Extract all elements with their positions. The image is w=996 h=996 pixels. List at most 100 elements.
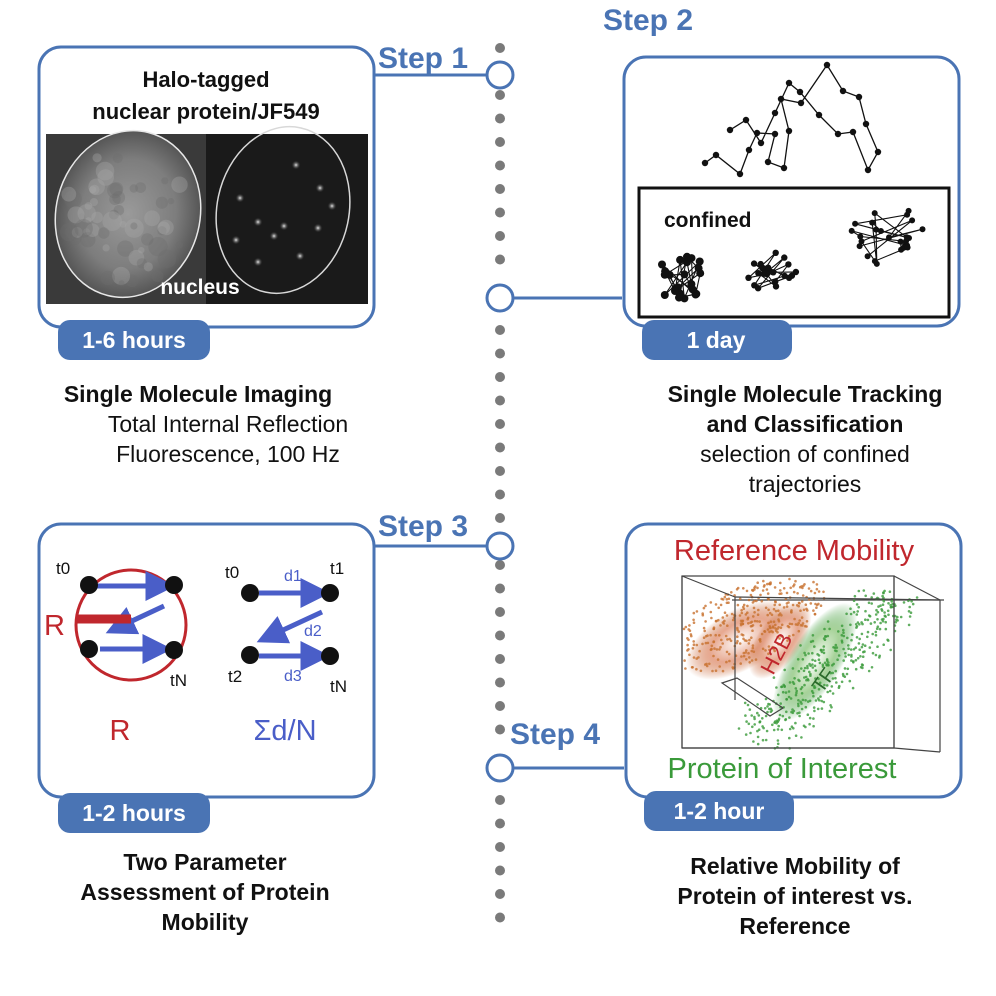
tf-point (855, 636, 859, 639)
h2b-point (740, 633, 744, 636)
h2b-point (767, 652, 770, 655)
texture-blob (135, 182, 147, 194)
trajectory-point (675, 293, 683, 302)
tf-point (864, 594, 867, 598)
h2b-point (778, 603, 781, 607)
timeline-dot (495, 466, 505, 476)
tf-point (811, 651, 814, 655)
h2b-point (687, 648, 690, 651)
texture-blob (67, 206, 85, 224)
tf-point (841, 672, 845, 676)
tf-point (884, 627, 888, 631)
texture-blob (88, 178, 105, 196)
tf-point (788, 727, 792, 731)
tf-point (826, 690, 829, 694)
texture-blob (92, 153, 102, 163)
molecule-spot (269, 231, 279, 241)
tf-point (814, 699, 818, 702)
h2b-point (792, 590, 796, 594)
trajectory-point (886, 234, 892, 241)
h2b-point (698, 649, 701, 653)
h2b-point (686, 643, 689, 647)
h2b-point (780, 592, 783, 595)
tf-point (797, 669, 801, 673)
tf-point (842, 631, 845, 634)
trajectory-point (680, 270, 689, 279)
tf-point (747, 722, 751, 726)
h2b-point (717, 606, 720, 610)
h2b-point (779, 581, 782, 585)
timeline-dot (495, 137, 505, 147)
tf-point (777, 693, 780, 697)
timeline-dot (495, 207, 505, 218)
tf-point (881, 620, 885, 623)
tf-point (828, 689, 832, 693)
tf-point (789, 697, 793, 700)
trajectory-point (792, 268, 800, 276)
h2b-point (725, 601, 729, 605)
tf-point (779, 702, 782, 705)
timeline-dot (495, 724, 505, 735)
trajectory-point (658, 260, 666, 269)
h2b-point (785, 605, 789, 608)
h2b-point (725, 660, 728, 664)
tf-point (792, 682, 796, 685)
h2b-point (705, 662, 708, 666)
tf-point (795, 689, 798, 693)
tf-point (858, 648, 861, 651)
h2b-point (777, 609, 780, 612)
molecule-spot (315, 183, 325, 193)
trajectory-point (862, 120, 870, 128)
step-tN: tN (330, 677, 347, 696)
tf-point (849, 648, 853, 651)
tf-point (825, 684, 829, 687)
h2b-point (740, 611, 744, 615)
texture-blob (97, 169, 114, 186)
tf-point (811, 639, 815, 643)
h2b-point (769, 626, 772, 630)
h2b-point (742, 654, 746, 658)
texture-blob (157, 221, 170, 235)
tf-point (834, 676, 837, 680)
h2b-point (736, 635, 739, 638)
h2b-point (747, 598, 751, 602)
texture-blob (119, 220, 127, 228)
texture-blob (129, 184, 138, 193)
texture-blob (155, 196, 168, 209)
tf-point (798, 711, 801, 714)
caption-step4-line3: Reference (739, 912, 851, 939)
texture-blob (107, 182, 123, 199)
badge-step4-text: 1-2 hour (674, 798, 765, 824)
trajectory-point (856, 243, 863, 250)
caption-step2-title2: and Classification (706, 410, 904, 437)
h2b-point (736, 603, 740, 607)
h2b-point (813, 591, 817, 595)
tf-point (852, 599, 856, 602)
timeline-dot (495, 348, 505, 359)
trajectory-point (750, 260, 758, 267)
tf-point (850, 638, 853, 642)
tf-point (884, 620, 887, 624)
texture-blob (148, 237, 168, 257)
tf-point (824, 635, 827, 638)
texture-blob (138, 247, 145, 254)
trajectory-point (759, 264, 766, 272)
trajectory-point (797, 99, 805, 107)
h2b-point (750, 649, 753, 653)
tf-point (822, 648, 825, 652)
tf-point (806, 666, 809, 670)
radius-formula: R (110, 715, 131, 747)
h2b-point (763, 584, 766, 587)
h2b-point (760, 600, 764, 603)
texture-blob (130, 222, 138, 230)
h2b-point (777, 618, 780, 621)
tf-point (840, 680, 844, 684)
panel-tracking: confined 1 day (622, 55, 961, 360)
tf-point (877, 605, 880, 608)
tf-point (888, 590, 892, 593)
panel-mobility: Reference Mobility H2B TF Protein of Int… (624, 522, 963, 831)
tf-point (822, 651, 826, 655)
tf-point (887, 639, 890, 642)
h2b-point (699, 669, 703, 673)
h2b-point (777, 642, 780, 646)
